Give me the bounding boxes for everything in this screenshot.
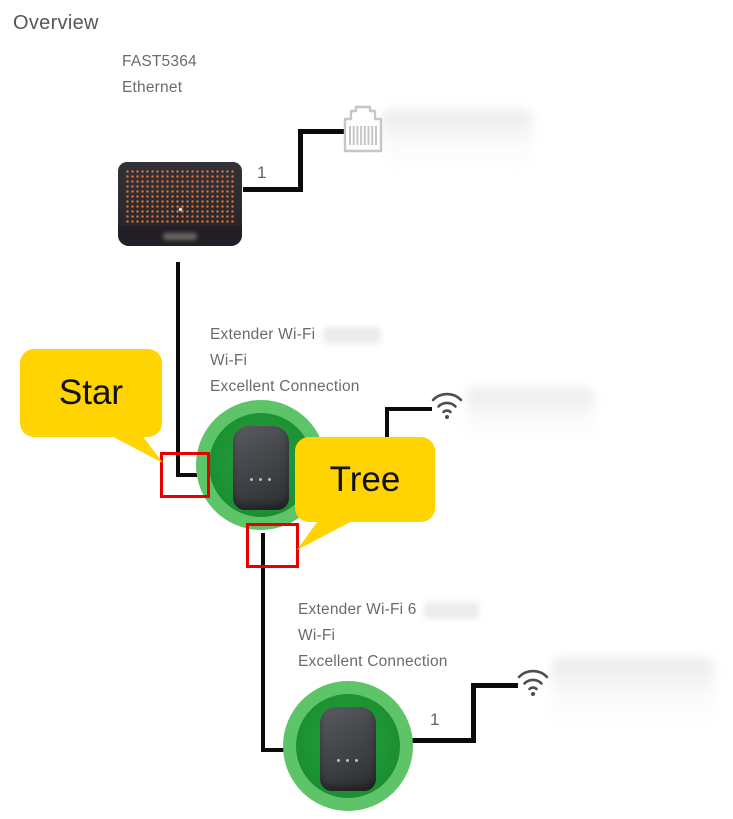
extender1-name-blur [323, 327, 381, 344]
ethernet-line-segment [243, 187, 303, 192]
extender2-name-blur [424, 602, 479, 619]
ethernet-line-segment [298, 129, 303, 192]
client2-line-segment [471, 683, 518, 688]
extender1-device-image [233, 426, 289, 510]
star-highlight-box [160, 452, 210, 498]
tree-highlight-box [246, 523, 299, 568]
wireless-client1-name-blur [466, 388, 594, 438]
ethernet-line-segment [298, 129, 345, 134]
trunk-line-router-extender1 [176, 262, 180, 477]
wireless-client2-node[interactable] [514, 663, 552, 697]
extender2-port-number: 1 [430, 710, 440, 729]
wifi-icon [514, 663, 552, 697]
router-image[interactable] [118, 162, 242, 246]
router-front-panel [125, 169, 235, 225]
extender1-connection-label: Wi-Fi [210, 352, 248, 369]
trunk-line-extender1-extender2 [261, 533, 265, 752]
router-brand-blur [163, 233, 197, 240]
star-callout-label: Star [58, 373, 124, 412]
wifi-line-segment [385, 407, 389, 450]
extender1-led-dots [250, 478, 253, 482]
extender2-led-dots [337, 759, 340, 763]
wireless-client2-name-blur [552, 658, 714, 722]
trunk-line-elbow [261, 748, 285, 752]
wireless-client1-node[interactable] [428, 386, 466, 420]
extender1-status-label: Excellent Connection [210, 378, 360, 395]
tree-callout: Tree [295, 437, 435, 522]
client2-line-segment [411, 738, 475, 743]
extender2-device-image [320, 707, 376, 791]
trunk-line-elbow [176, 473, 197, 477]
router-model-label: FAST5364 [122, 53, 197, 70]
router-led [179, 208, 182, 211]
router-connection-label: Ethernet [122, 79, 183, 96]
star-callout: Star [20, 349, 162, 437]
wifi-icon [428, 386, 466, 420]
router-port-number: 1 [257, 163, 267, 182]
star-callout-tail [100, 430, 163, 463]
wired-client-name-blur [382, 110, 532, 166]
tree-callout-label: Tree [329, 459, 401, 499]
wifi-line-segment [385, 407, 432, 411]
extender2-node[interactable] [283, 681, 413, 811]
tree-callout-tail [297, 518, 358, 550]
extender1-name-label: Extender Wi-Fi [210, 326, 316, 343]
extender2-name-label: Extender Wi-Fi 6 [298, 601, 417, 618]
extender2-status-label: Excellent Connection [298, 653, 448, 670]
client2-line-segment [471, 683, 476, 743]
extender2-connection-label: Wi-Fi [298, 627, 336, 644]
wired-client-node[interactable] [342, 104, 384, 154]
page-title: Overview [13, 12, 99, 34]
ethernet-jack-icon [342, 104, 384, 154]
